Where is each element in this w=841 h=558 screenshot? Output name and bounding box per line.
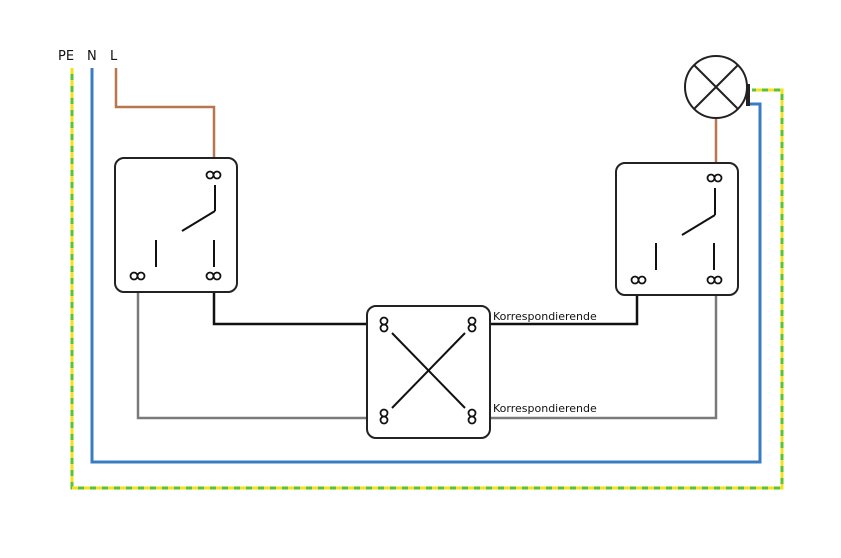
terminal-bottom-left	[379, 408, 389, 425]
terminal-bottom-left	[129, 271, 146, 281]
intermediate-switch	[366, 305, 491, 439]
label-l: L	[110, 49, 118, 64]
right-two-way-switch	[615, 162, 739, 296]
terminal-bottom-right	[467, 408, 477, 425]
label-n: N	[87, 49, 97, 64]
lamp-icon	[684, 55, 750, 119]
pe-wire	[70, 68, 784, 490]
terminal-top	[205, 170, 222, 180]
terminal-bottom-left	[630, 275, 647, 285]
label-traveller-upper: Korrespondierende	[493, 310, 597, 323]
terminal-bottom-right	[706, 275, 723, 285]
label-pe: PE	[58, 49, 74, 64]
left-two-way-switch	[114, 157, 238, 293]
traveller-wire-grey-right	[490, 295, 718, 420]
terminal-top-right	[467, 316, 477, 333]
terminal-top	[706, 173, 723, 183]
traveller-wire-black-left	[212, 292, 367, 326]
terminal-bottom-right	[205, 271, 222, 281]
neutral-wire	[90, 68, 762, 464]
phase-wire	[114, 68, 216, 158]
traveller-wire-black-right	[490, 295, 639, 326]
traveller-wire-grey-left	[136, 292, 367, 420]
label-traveller-lower: Korrespondierende	[493, 402, 597, 415]
terminal-top-left	[379, 316, 389, 333]
